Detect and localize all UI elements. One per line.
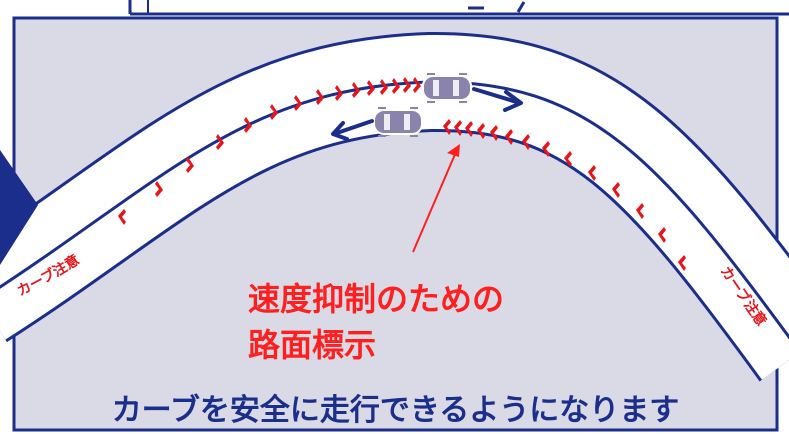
chevron-mark [588,165,596,181]
annotation-line-1: 速度抑制のための [248,280,505,318]
arrow-right-icon [472,87,523,112]
chevron-mark [612,182,620,198]
side-pointer [0,150,38,265]
chevron-mark [186,157,194,173]
chevron-mark [454,120,462,136]
chevron-mark [335,85,343,101]
chevron-mark [352,82,360,98]
chevron-markings-lower [118,119,686,271]
annotation-line-2: 路面標示 [248,326,377,364]
annotation-pointer [412,144,460,253]
chevron-mark [465,121,473,137]
chevron-mark [316,89,324,105]
chevron-mark [118,209,126,225]
chevron-mark [244,117,252,133]
chevron-mark [490,125,498,141]
chevron-mark [477,123,485,139]
chevron-mark [403,77,411,93]
chevron-mark [443,119,451,135]
chevron-mark [380,79,388,95]
chevron-mark [367,80,375,96]
chevron-mark [270,104,278,120]
chevron-mark [155,181,163,197]
chevron-mark [636,203,644,219]
chevron-mark [216,134,224,150]
car-icon [422,73,472,103]
caption: カーブを安全に走行できるようになります [111,393,680,428]
chevron-markings-upper [155,77,421,197]
chevron-mark [392,78,400,94]
chevron-mark [658,227,666,243]
arrow-left-icon [331,119,374,141]
chevron-mark [522,134,530,150]
chevron-mark [413,77,421,93]
chevron-mark [678,255,686,271]
chevron-mark [505,129,513,145]
chevron-mark [294,95,302,111]
chevron-mark [564,151,572,167]
chevron-mark [542,141,550,157]
car-icon [373,107,423,137]
